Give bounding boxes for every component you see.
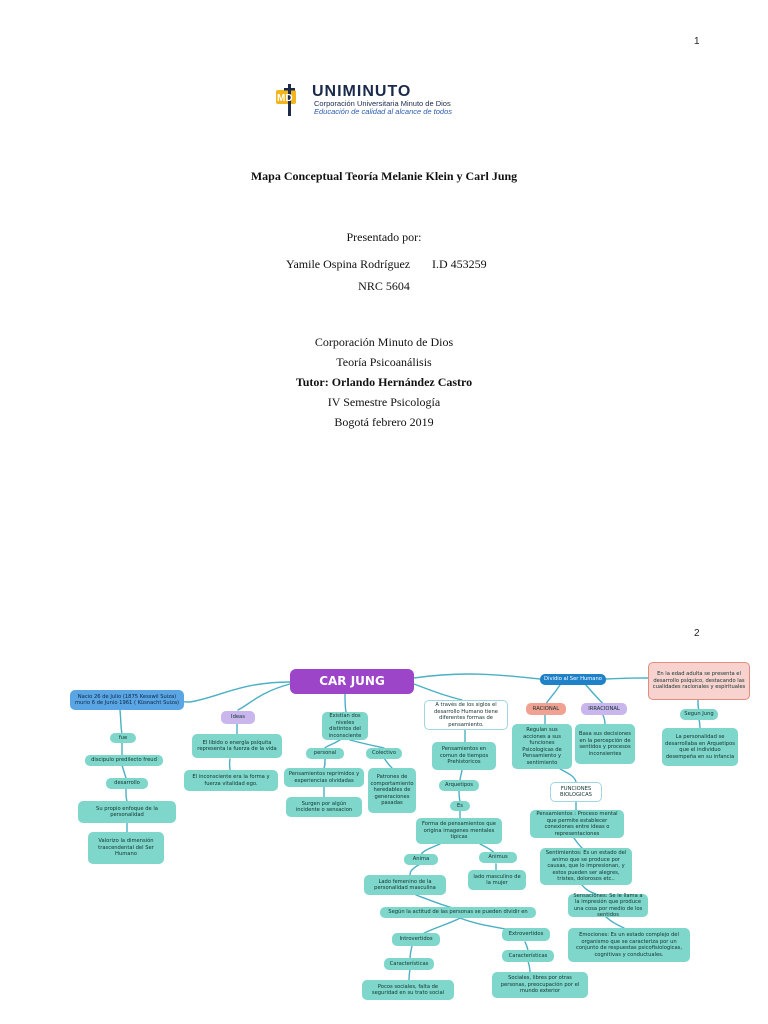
- page-number: 1: [694, 36, 700, 47]
- link-discipulo-desarrollo: [121, 764, 127, 779]
- node-edad-adulta: En la edad adulta se presenta el desarro…: [648, 662, 750, 700]
- link-root-dividio: [413, 673, 541, 680]
- link-dividio-edad: [605, 677, 649, 680]
- link-niveles-personal: [324, 739, 341, 749]
- node-siglos: A través de los siglos el desarrollo Hum…: [424, 700, 508, 730]
- node-basa: Basa sus decisiones en la percepción de …: [575, 724, 635, 764]
- node-pocos-sociales: Pocos sociales, falta de seguridad en su…: [362, 980, 454, 1000]
- node-regulan: Regulan sus acciones a sus funciones Psi…: [512, 724, 572, 769]
- link-sensaciones-emociones: [605, 916, 625, 929]
- node-pensamientos-def: Pensamientos : Proceso mental que permit…: [530, 810, 624, 838]
- link-regulan-funciones: [559, 768, 577, 783]
- node-animus: Animus: [479, 852, 517, 863]
- node-patrones: Patrones de comportamiento heredables de…: [368, 768, 416, 813]
- cover-page: 1 MD UNIMINUTO Corporación Universitaria…: [250, 36, 700, 429]
- node-pensamientos-comun: Pensamientos en comun de tiempos Prehist…: [432, 742, 496, 770]
- concept-map: CAR JUNG Nacio 26 de Julio (1875 Kesswil…: [0, 612, 768, 1024]
- link-caract-pocos: [408, 968, 411, 981]
- node-caracteristicas-intro: Características: [384, 958, 434, 970]
- logo-line-1: Corporación Universitaria Minuto de Dios: [314, 99, 451, 108]
- link-caract-sociales: [527, 960, 531, 973]
- link-root-ideas: [237, 683, 291, 711]
- node-sociales-libres: Sociales, libres por otras personas, pre…: [492, 972, 588, 998]
- node-sentimientos-def: Sentimientos: Es un estado del animo que…: [540, 848, 632, 885]
- root-node: CAR JUNG: [290, 669, 414, 694]
- author-name: Yamile Ospina Rodríguez: [286, 257, 411, 271]
- uniminuto-logo: MD UNIMINUTO Corporación Universitaria M…: [274, 82, 494, 118]
- node-niveles: Existían dos niveles distintos del incon…: [322, 712, 368, 740]
- link-segunjung-personalidad: [698, 718, 701, 729]
- mindmap-page: 2: [0, 612, 768, 1024]
- node-caracteristicas-extro: Características: [502, 950, 554, 962]
- node-enfoque: Su propio enfoque de la personalidad: [78, 801, 176, 823]
- link-colectivo-patrones: [383, 757, 393, 769]
- node-discipulo: discipulo predilecto freud: [85, 755, 163, 766]
- logo-line-2: Educación de calidad al alcance de todos: [314, 107, 453, 116]
- node-inconsciente-forma: El inconsciente era la forma y fuerza vi…: [184, 770, 278, 791]
- node-personal: personal: [306, 748, 344, 759]
- node-desarrollo: desarrollo: [106, 778, 148, 789]
- page-number: 2: [694, 628, 700, 639]
- node-colectivo: Colectivo: [366, 748, 402, 759]
- link-desarrollo-enfoque: [125, 787, 128, 802]
- nrc-code: NRC 5604: [358, 279, 410, 293]
- link-pensamientos-arquetipos: [459, 769, 463, 781]
- node-lado-femenino: Lado femenino de la personalidad masculi…: [364, 875, 446, 895]
- node-valorizo: Valorizo la dimensión trascendental del …: [88, 832, 164, 864]
- institution: Corporación Minuto de Dios: [314, 335, 454, 349]
- link-arquetipos-es: [458, 789, 461, 802]
- logo-mark-text: MD: [277, 93, 293, 104]
- link-sentimientos-sensaciones: [581, 884, 597, 895]
- node-extrovertidos: Extrovertidos: [502, 928, 550, 941]
- node-fue: fue: [110, 733, 136, 743]
- node-racional: RACIONAL: [526, 703, 566, 715]
- link-dividio-racional: [545, 684, 561, 705]
- node-anima: Anima: [404, 854, 438, 865]
- node-birth: Nacio 26 de Julio (1875 Kesswil Suiza) m…: [70, 690, 184, 710]
- link-personal-reprimidos: [323, 757, 326, 769]
- node-dividio: Dividio al Ser Humano: [540, 674, 606, 685]
- node-pensamientos-reprimidos: Pensamientos reprimidos y experiencias o…: [284, 768, 364, 787]
- node-sensaciones-def: Sensaciones: Se le llama a la impresión …: [568, 893, 648, 918]
- author-id: I.D 453259: [432, 257, 487, 271]
- semester: IV Semestre Psicología: [327, 395, 441, 409]
- link-birth-fue: [119, 709, 123, 735]
- place-date: Bogotá febrero 2019: [334, 415, 434, 429]
- node-ideas: Ideas: [221, 711, 255, 724]
- node-arquetipos: Arquetipos: [439, 780, 479, 791]
- node-emociones-def: Emociones: Es un estado complejo del org…: [568, 928, 690, 962]
- logo-wordmark: UNIMINUTO: [312, 83, 412, 100]
- link-pensamientos-sentimientos: [573, 837, 583, 849]
- page-gap: [0, 600, 768, 612]
- node-libido: El libido o energía psíquita representa …: [192, 734, 282, 758]
- node-personalidad-desarrollaba: La personalidad se desarrollaba en Arque…: [662, 728, 738, 766]
- node-introvertidos: Introvertidos: [392, 933, 440, 946]
- node-segun-actitud: Según la actitud de las personas se pued…: [380, 907, 536, 918]
- presented-by-label: Presentado por:: [346, 230, 422, 244]
- node-forma-pensamientos: Forma de pensamientos que origina imagen…: [416, 818, 502, 844]
- link-irracional-basa: [602, 714, 606, 725]
- document-title: Mapa Conceptual Teoría Melanie Klein y C…: [250, 169, 518, 183]
- link-root-siglos: [413, 683, 463, 701]
- node-segun-jung: Segun Jung: [680, 709, 718, 720]
- logo-mark-icon: MD: [276, 84, 296, 116]
- node-funciones: FUNCIONES BIOLOGICAS: [550, 782, 602, 802]
- node-lado-masculino: lado masculino de la mujer: [468, 870, 526, 890]
- subject: Teoría Psicoanálisis: [336, 355, 432, 369]
- link-root-niveles: [344, 693, 347, 713]
- link-dividio-irracional: [585, 684, 604, 705]
- node-surgen: Surgen por algún incidente o sensacion: [286, 797, 362, 817]
- tutor: Tutor: Orlando Hernández Castro: [295, 375, 473, 389]
- node-es: Es: [450, 801, 470, 811]
- link-niveles-colectivo: [349, 739, 385, 749]
- node-irracional: IRRACIONAL: [581, 703, 627, 715]
